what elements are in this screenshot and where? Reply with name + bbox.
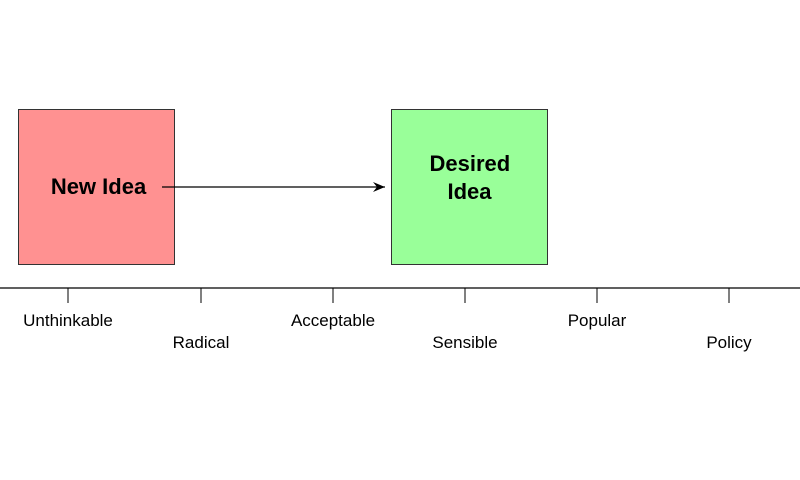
new-idea-label: New Idea [50,174,147,199]
axis-ticks [67,288,730,303]
stage-label: Unthinkable [23,311,113,330]
stage-label: Sensible [432,333,498,352]
stage-label: Acceptable [290,311,376,330]
desired-idea-box: Desired Idea [391,109,548,265]
new-idea-box: New Idea [18,109,175,265]
stage-label: Radical [172,333,230,352]
stage-label: Policy [706,333,752,352]
stage-label: Popular [567,311,627,330]
desired-idea-label: Desired Idea [429,151,511,204]
